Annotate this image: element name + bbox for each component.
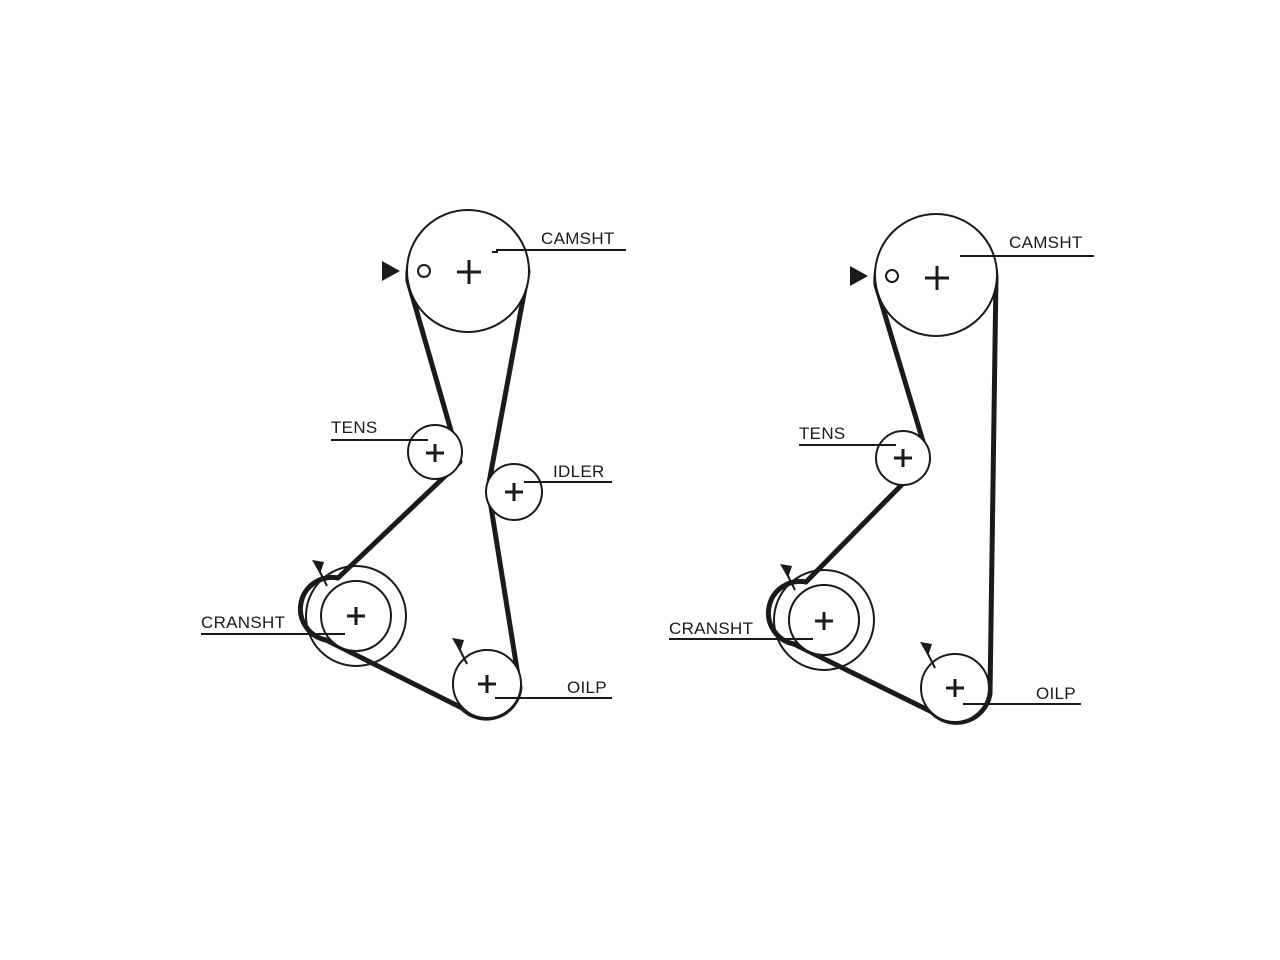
idler-label-left: IDLER — [553, 462, 605, 481]
diagram-right: CAMSHT TENS CRANSHT OILP — [669, 213, 1094, 725]
oil-pump-pulley-left — [452, 638, 522, 719]
timing-mark-icon — [920, 642, 932, 656]
tensioner-pulley-left — [407, 424, 463, 480]
timing-mark-icon — [452, 638, 464, 652]
camshaft-pulley-right — [850, 213, 998, 337]
idler-pulley-left — [485, 463, 543, 521]
tensioner-label-left: TENS — [331, 418, 378, 437]
camshaft-label-right: CAMSHT — [1009, 233, 1083, 252]
crankshaft-label-right: CRANSHT — [669, 619, 753, 638]
tensioner-pulley-right — [875, 430, 931, 486]
timing-mark-icon — [780, 564, 792, 578]
tensioner-label-right: TENS — [799, 424, 846, 443]
crankshaft-pulley-right — [773, 564, 875, 671]
crankshaft-label-left: CRANSHT — [201, 613, 285, 632]
crankshaft-pulley-left — [305, 560, 407, 667]
oil-pump-label-right: OILP — [1036, 684, 1076, 703]
camshaft-pulley-left — [382, 209, 530, 333]
timing-mark-icon — [382, 261, 400, 281]
timing-mark-icon — [312, 560, 324, 574]
diagram-left: CAMSHT TENS IDLER CRANSHT OILP — [201, 209, 626, 721]
oil-pump-label-left: OILP — [567, 678, 607, 697]
timing-mark-icon — [850, 266, 868, 286]
camshaft-label-left: CAMSHT — [541, 229, 615, 248]
oil-pump-pulley-right — [920, 642, 990, 723]
